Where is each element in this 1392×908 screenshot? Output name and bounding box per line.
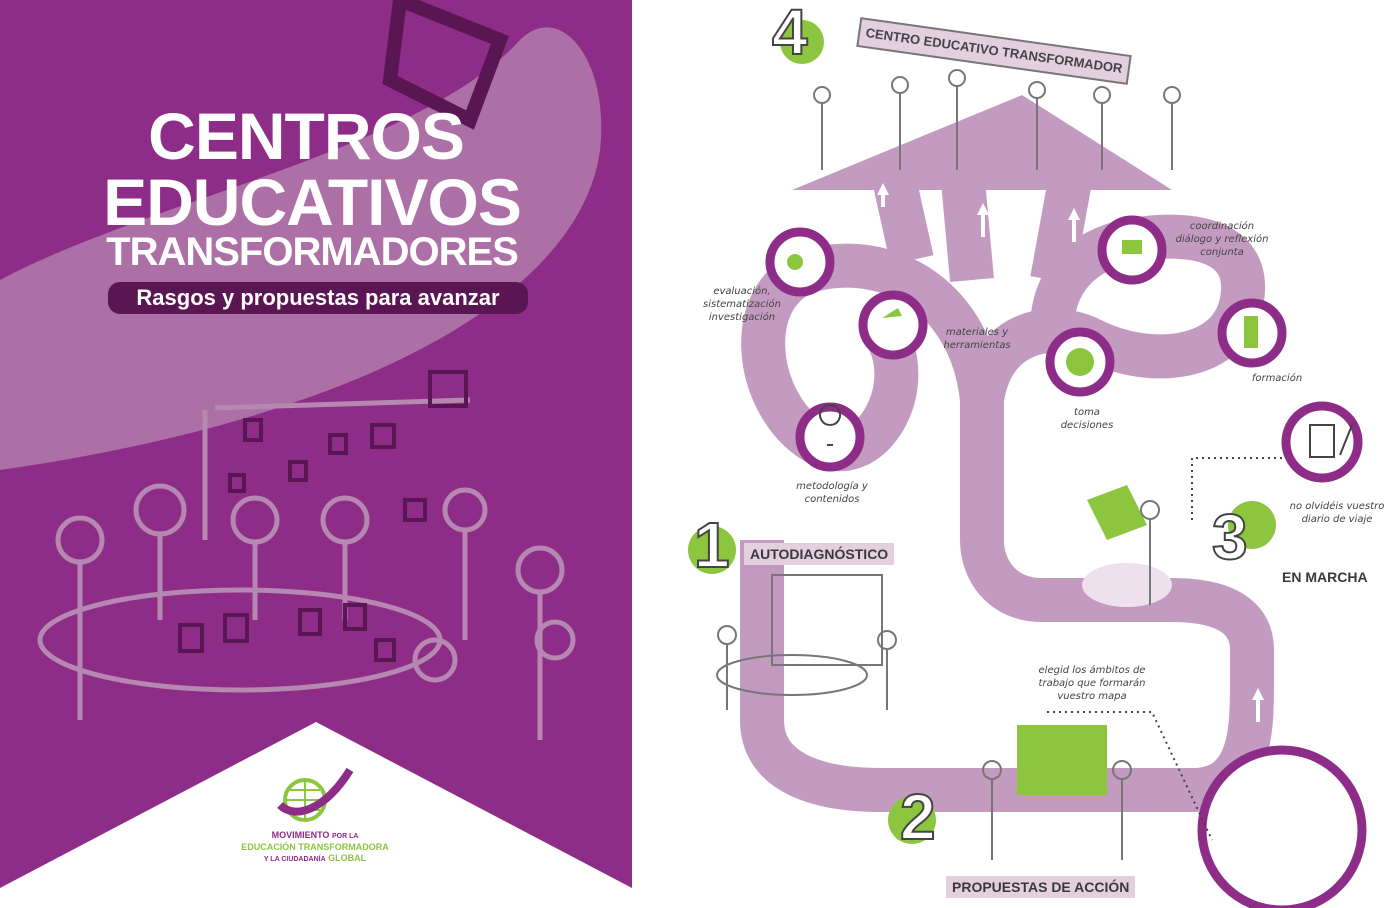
journey-map: CENTRO EDUCATIVO TRANSFORMADOR 4 1 AUTOD… [632,0,1392,908]
stage-3-label: EN MARCHA [1282,569,1368,585]
cover-title-line1: CENTROS [148,99,465,173]
logo-text: MOVIMIENTO [271,830,330,840]
label-metodologia: metodología y contenidos [796,481,868,505]
logo-text: Y LA CIUDADANÍA [263,856,326,863]
stage-1-label: AUTODIAGNÓSTICO [744,543,895,565]
organization-logo: MOVIMIENTO POR LA EDUCACIÓN TRANSFORMADO… [240,830,390,865]
road-illustration [688,20,1367,908]
globe-pencil-logo-icon [277,767,354,822]
logo-text: POR LA [331,833,359,840]
label-evaluacion: evaluación, sistematización investigació… [703,286,781,323]
stage-2-label: PROPUESTAS DE ACCIÓN [946,876,1136,898]
logo-text: EDUCACIÓN TRANSFORMADORA [241,842,389,852]
label-coordinacion: coordinación diálogo y reflexión conjunt… [1175,221,1269,258]
label-formacion: formación [1251,373,1303,384]
label-materiales: materiales y herramientas [943,327,1011,351]
label-diario: no olvidéis vuestro diario de viaje [1289,501,1385,525]
label-ambitos: elegid los ámbitos de trabajo que formar… [1038,665,1146,702]
book-cover: CENTROS EDUCATIVOS TRANSFORMADORES Rasgo… [0,0,632,888]
cover-title-line2: EDUCATIVOS [103,165,522,239]
logo-text: GLOBAL [328,853,367,863]
cover-subtitle: Rasgos y propuestas para avanzar [108,282,528,314]
label-toma-decisiones: toma decisiones [1060,407,1114,431]
stage-3-number: 3 [1211,500,1249,574]
cover-title-line3: TRANSFORMADORES [106,230,519,274]
stage-1-number: 1 [693,508,731,582]
stage-2-number: 2 [899,780,937,854]
stage-4-number: 4 [771,0,809,69]
